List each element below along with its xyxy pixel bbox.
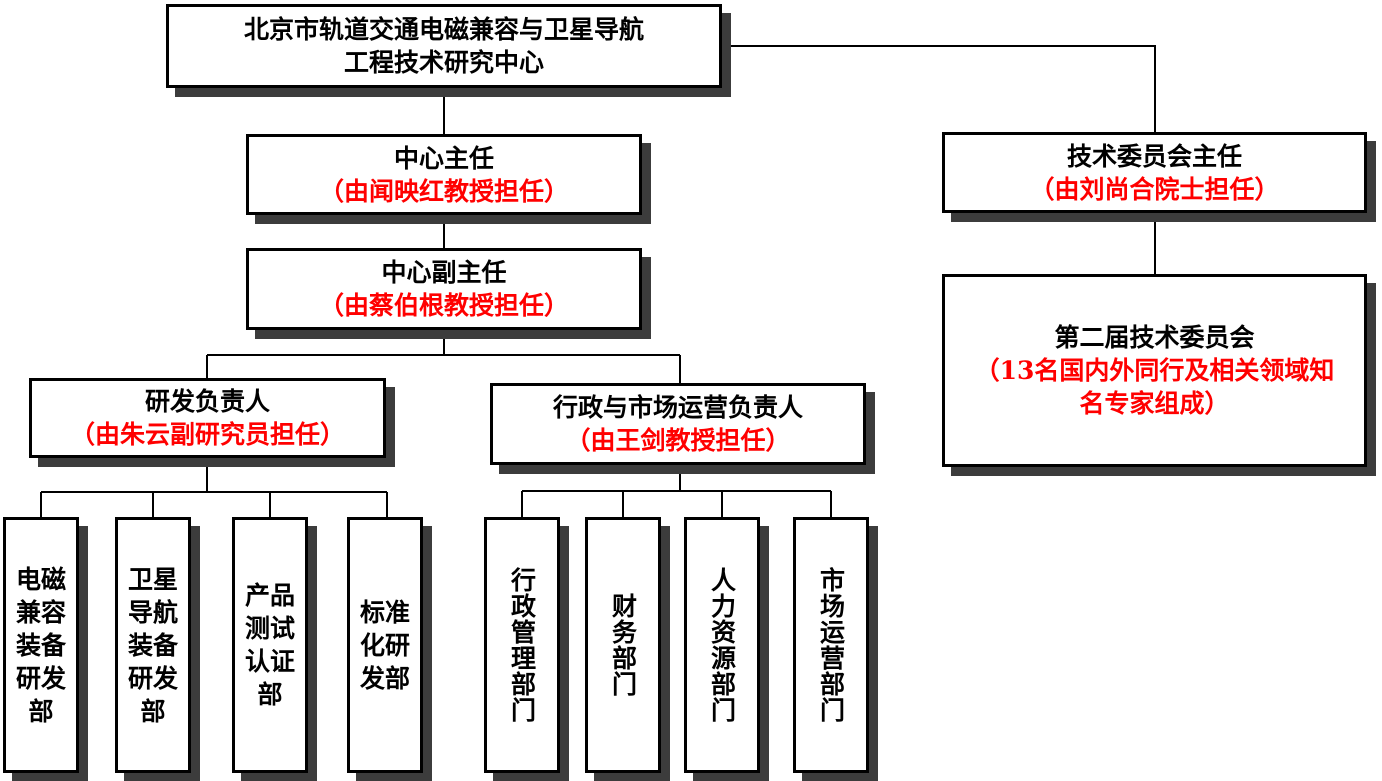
dept-line: 兼容 (15, 597, 66, 627)
dept-line: 部 (257, 680, 283, 709)
tech-chair-note: （由刘尚合院士担任） (1029, 174, 1280, 204)
dept-line: 部 (140, 696, 166, 726)
dept-line: 研发 (127, 663, 178, 693)
deputy-title: 中心副主任 (381, 258, 507, 287)
committee-note-line1: （13名国内外同行及相关领域知 (974, 356, 1335, 385)
rd-dept-emc: 电磁 兼容 装备 研发 部 (3, 517, 79, 773)
dept-line: 卫星 (127, 564, 178, 594)
director-box: 中心主任 （由闻映红教授担任） (246, 134, 642, 215)
rd-dept-standards: 标准 化研 发部 (347, 517, 423, 773)
director-note: （由闻映红教授担任） (318, 176, 569, 206)
admin-head-title: 行政与市场运营负责人 (552, 393, 803, 422)
dept-line: 导航 (127, 597, 178, 627)
dept-label: 行政管理部门 (507, 567, 537, 723)
dept-line: 产品 (244, 581, 295, 610)
dept-line: 标准 (359, 597, 410, 627)
dept-label: 财务部门 (608, 593, 638, 697)
admin-dept-administration: 行政管理部门 (484, 517, 560, 773)
rd-dept-testing: 产品 测试 认证 部 (232, 517, 308, 773)
tech-chair-title: 技术委员会主任 (1066, 141, 1242, 171)
admin-head-note: （由王剑教授担任） (565, 426, 791, 455)
tech-chair-box: 技术委员会主任 （由刘尚合院士担任） (942, 132, 1367, 213)
dept-line: 装备 (15, 630, 66, 660)
rd-dept-satnav: 卫星 导航 装备 研发 部 (115, 517, 191, 773)
committee-note-line2: 名专家组成） (1079, 389, 1230, 418)
root-title-line1: 北京市轨道交通电磁兼容与卫星导航 (243, 15, 644, 44)
dept-line: 电磁 (15, 564, 66, 594)
dept-line: 化研 (359, 630, 410, 660)
admin-dept-finance: 财务部门 (585, 517, 661, 773)
root-center-box: 北京市轨道交通电磁兼容与卫星导航 工程技术研究中心 (166, 4, 722, 88)
root-title-line2: 工程技术研究中心 (343, 48, 544, 77)
dept-line: 装备 (127, 630, 178, 660)
committee-box: 第二届技术委员会 （13名国内外同行及相关领域知 名专家组成） (942, 274, 1367, 467)
dept-line: 部 (28, 696, 54, 726)
admin-dept-hr: 人力资源部门 (684, 517, 760, 773)
deputy-director-box: 中心副主任 （由蔡伯根教授担任） (246, 248, 642, 330)
dept-line: 发部 (359, 663, 410, 693)
dept-line: 认证 (244, 647, 295, 676)
dept-line: 研发 (15, 663, 66, 693)
rd-head-title: 研发负责人 (144, 387, 270, 416)
admin-dept-marketing: 市场运营部门 (793, 517, 869, 773)
admin-head-box: 行政与市场运营负责人 （由王剑教授担任） (490, 383, 866, 465)
rd-head-box: 研发负责人 （由朱云副研究员担任） (29, 378, 386, 458)
dept-label: 市场运营部门 (816, 567, 846, 723)
dept-line: 测试 (244, 614, 295, 643)
rd-head-note: （由朱云副研究员担任） (69, 420, 345, 449)
director-title: 中心主任 (393, 143, 494, 173)
committee-title: 第二届技术委员会 (1054, 323, 1255, 352)
deputy-note: （由蔡伯根教授担任） (318, 291, 569, 320)
dept-label: 人力资源部门 (707, 567, 737, 723)
